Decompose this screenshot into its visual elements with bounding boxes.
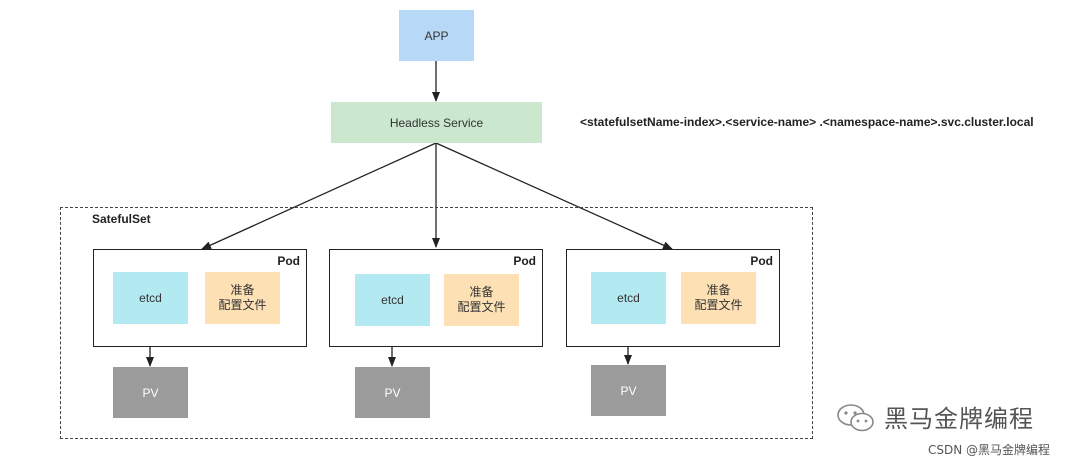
prep-line-2: 配置文件 (694, 298, 743, 312)
pv-label: PV (142, 385, 159, 400)
pv-label: PV (384, 385, 401, 400)
prep-line-1: 准备 (469, 285, 494, 299)
watermark-brand: 黑马金牌编程 (884, 405, 1034, 433)
pv-node-3: PV (591, 365, 666, 416)
headless-service-node: Headless Service (331, 102, 542, 143)
etcd-label: etcd (139, 291, 162, 305)
app-label: APP (424, 28, 449, 43)
dns-format-text: <statefulsetName-index>.<service-name> .… (580, 115, 1034, 129)
prep-line-1: 准备 (230, 283, 255, 297)
pod-label: Pod (750, 254, 773, 268)
prep-config-node-2: 准备 配置文件 (444, 274, 519, 326)
pv-node-1: PV (113, 367, 188, 418)
etcd-node-1: etcd (113, 272, 188, 324)
pv-label: PV (620, 383, 637, 398)
prep-line-2: 配置文件 (457, 300, 506, 314)
etcd-label: etcd (617, 291, 640, 305)
prep-config-node-1: 准备 配置文件 (205, 272, 280, 324)
pod-label: Pod (513, 254, 536, 268)
arrow-headless-to-pod-1 (201, 142, 437, 250)
headless-service-label: Headless Service (389, 115, 484, 130)
prep-line-1: 准备 (706, 283, 731, 297)
etcd-label: etcd (381, 293, 404, 307)
prep-config-node-3: 准备 配置文件 (681, 272, 756, 324)
app-node: APP (399, 10, 474, 61)
csdn-watermark: CSDN @黑马金牌编程 (928, 443, 1051, 457)
etcd-node-2: etcd (355, 274, 430, 326)
arrow-headless-to-pod-3 (435, 142, 673, 250)
pv-node-2: PV (355, 367, 430, 418)
statefulset-label: SatefulSet (92, 212, 151, 226)
wechat-icon (837, 404, 874, 432)
etcd-node-3: etcd (591, 272, 666, 324)
pod-label: Pod (277, 254, 300, 268)
statefulset-container (60, 207, 813, 439)
prep-line-2: 配置文件 (218, 298, 267, 312)
